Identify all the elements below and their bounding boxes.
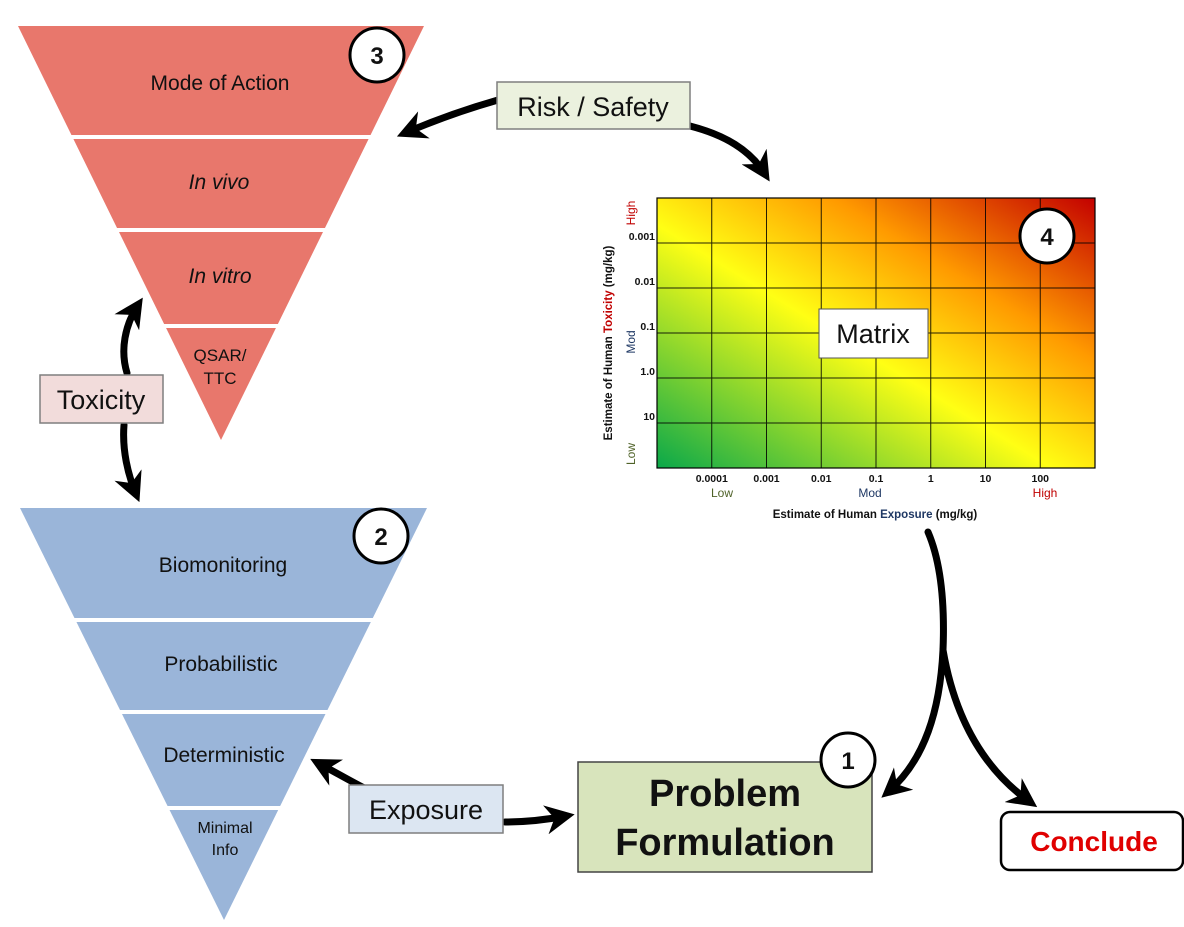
y-tick-labels: 0.001 0.01 0.1 1.0 10 (629, 231, 655, 423)
y-level-high: High (624, 201, 638, 226)
arrow-toxicity-up (114, 297, 143, 377)
y-tick-label: 1.0 (640, 366, 655, 378)
x-tick-label: 0.1 (869, 473, 884, 485)
x-tick-label: 1 (928, 473, 934, 485)
step-badge-2: 2 (352, 507, 410, 565)
y-level-mod: Mod (624, 330, 638, 353)
tier-minimal: Minimal (197, 820, 252, 837)
toxicity-pyramid-shape (18, 26, 424, 440)
matrix-grid (657, 198, 1095, 468)
problem-title-line1: Problem (649, 773, 801, 815)
x-level-mod: Mod (858, 486, 881, 500)
y-tick-label: 10 (643, 411, 655, 423)
y-tick-label: 0.01 (635, 276, 656, 288)
arrow-toxicity-down (114, 421, 142, 503)
x-tick-label: 10 (980, 473, 992, 485)
arrow-risk-to-toxicity (396, 96, 502, 139)
tier-info: Info (212, 842, 239, 859)
svg-text:4: 4 (1040, 224, 1054, 251)
conclude-text: Conclude (1030, 826, 1158, 857)
risk-safety-label: Risk / Safety (496, 81, 691, 130)
x-tick-label: 100 (1031, 473, 1049, 485)
arrow-matrix-stem (924, 528, 947, 654)
step-badge-3: 3 (348, 26, 406, 84)
x-tick-label: 0.0001 (696, 473, 728, 485)
x-level-low: Low (711, 486, 733, 500)
y-axis-title: Estimate of Human Toxicity (mg/kg) (603, 245, 615, 440)
tier-mode-of-action: Mode of Action (151, 72, 290, 95)
y-tick-label: 0.001 (629, 231, 655, 243)
tier-biomonitoring: Biomonitoring (159, 554, 287, 577)
y-tick-label: 0.1 (640, 321, 655, 333)
toxicity-label: Toxicity (39, 374, 164, 424)
arrow-matrix-to-conclude (939, 646, 1038, 808)
tier-in-vivo: In vivo (189, 171, 250, 194)
risk-matrix: 0.001 0.01 0.1 1.0 10 0.0001 0.001 0.01 0.1 1 10 1… (603, 197, 1096, 521)
x-tick-label: 0.001 (753, 473, 779, 485)
svg-text:1: 1 (841, 748, 854, 775)
arrow-matrix-to-problem (881, 646, 947, 798)
step-badge-4: 4 (1018, 207, 1076, 265)
tier-deterministic: Deterministic (163, 744, 284, 767)
tier-probabilistic: Probabilistic (164, 653, 277, 676)
x-axis-title: Estimate of Human Exposure (mg/kg) (773, 509, 978, 521)
problem-formulation-box: Problem Formulation 1 (577, 731, 877, 873)
tier-qsar: QSAR/ (194, 346, 247, 365)
x-tick-labels: 0.0001 0.001 0.01 0.1 1 10 100 (696, 473, 1049, 485)
tier-in-vitro: In vitro (188, 265, 251, 288)
x-tick-label: 0.01 (811, 473, 832, 485)
arrow-exposure-to-problem (501, 805, 575, 835)
problem-title-line2: Formulation (615, 822, 835, 864)
matrix-label: Matrix (818, 308, 929, 359)
y-level-low: Low (624, 443, 638, 465)
conclude-box: Conclude (999, 810, 1184, 872)
step-badge-1: 1 (819, 731, 877, 789)
svg-text:Toxicity: Toxicity (57, 385, 146, 415)
svg-text:Risk / Safety: Risk / Safety (517, 92, 669, 122)
exposure-label: Exposure (348, 784, 504, 834)
toxicity-pyramid: Mode of Action In vivo In vitro QSAR/ TT… (18, 26, 424, 440)
svg-text:Matrix: Matrix (836, 319, 910, 349)
x-level-high: High (1033, 486, 1058, 500)
svg-text:Exposure: Exposure (369, 795, 483, 825)
flow-arrows (114, 96, 1038, 835)
svg-text:2: 2 (374, 524, 387, 551)
arrow-risk-to-matrix (686, 122, 770, 182)
matrix-border (656, 197, 1096, 469)
exposure-pyramid: Biomonitoring Probabilistic Deterministi… (20, 507, 427, 920)
tier-ttc: TTC (203, 369, 236, 388)
svg-text:3: 3 (370, 43, 383, 70)
